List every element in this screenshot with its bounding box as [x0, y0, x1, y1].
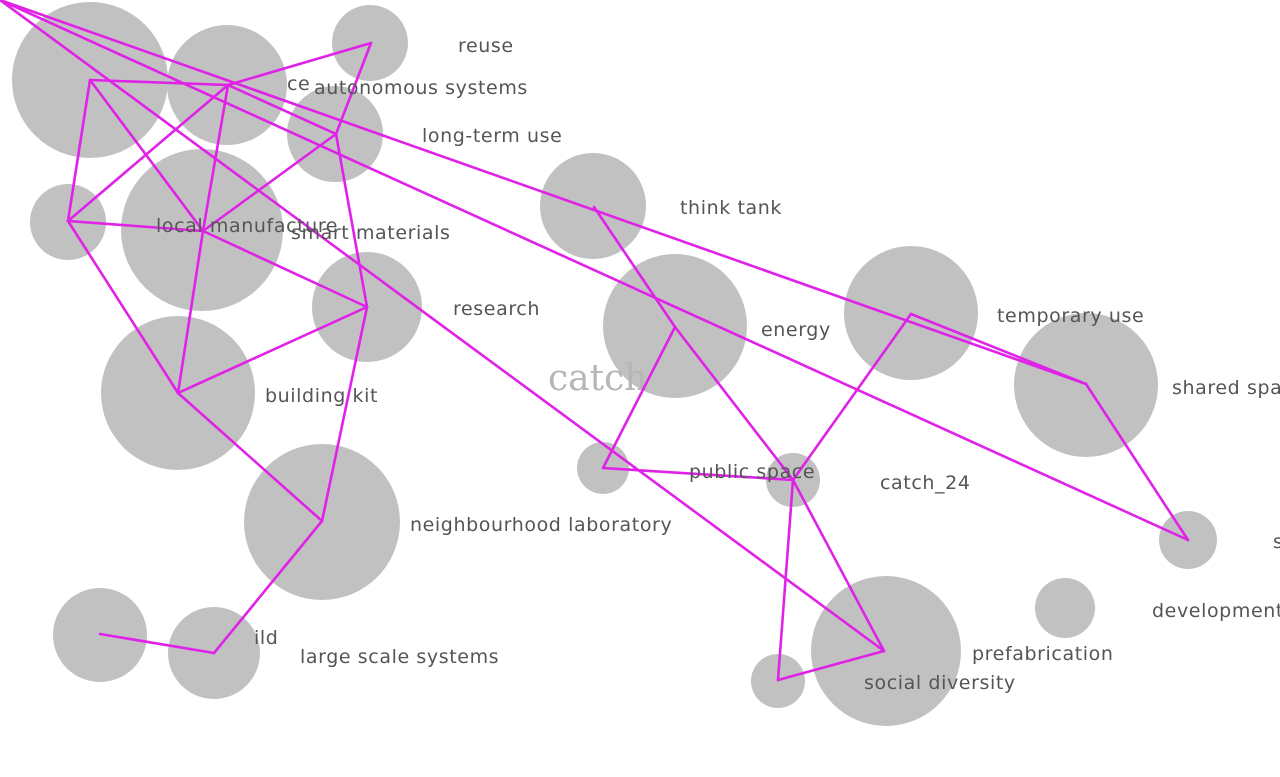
edge-n_small_left-to-building-kit	[66, 219, 180, 395]
edge-n_ce-to-reuse	[226, 41, 373, 87]
node-label-long-term-use: long-term use	[422, 125, 562, 147]
edge-research-to-building-kit	[176, 305, 369, 395]
edge-n_small_left-to-local-manufacture	[66, 219, 205, 233]
edge-social-diversity-to-n_bottom_mid	[776, 649, 886, 682]
edges-layer	[0, 0, 1190, 682]
edge-shared-space-to-development	[0, 0, 1088, 386]
edge-local-manufacture-to-research	[201, 229, 369, 309]
edge-neighbourhood-laboratory-to-n_ild	[212, 519, 324, 655]
edge-long-term-use-to-local-manufacture	[201, 132, 338, 233]
node-circle-prefabrication[interactable]	[1035, 578, 1095, 638]
node-label-autonomous-systems: autonomous systems	[314, 77, 528, 99]
edge-energy-to-public-space	[673, 325, 795, 482]
edge-n_right_small-to-development	[0, 0, 1190, 542]
edge-reuse-to-long-term-use	[334, 41, 373, 136]
edge-energy-to-n_small_mid	[601, 325, 677, 470]
node-label-n_ild: ild	[254, 627, 278, 649]
node-label-think-tank: think tank	[680, 197, 782, 219]
edge-research-to-neighbourhood-laboratory	[320, 305, 369, 523]
node-label-catch-24: catch_24	[880, 472, 971, 494]
edge-n_ce-to-long-term-use	[226, 83, 338, 136]
node-label-local-manufacture: local manufacture	[156, 215, 338, 237]
node-label-smart-materials: smart materials	[291, 222, 451, 244]
node-circle-social-diversity[interactable]	[811, 576, 961, 726]
node-label-n_right_small: s	[1273, 531, 1280, 553]
edge-shared-space-to-n_right_small	[1084, 382, 1190, 542]
edge-n_ce-to-n_small_left	[66, 83, 230, 223]
edge-think-tank-to-energy	[592, 205, 677, 329]
edge-n_small_mid-to-public-space	[601, 466, 795, 482]
node-label-temporary-use: temporary use	[997, 305, 1144, 327]
labels-layer: ce reuse autonomous systems long-term use lo…	[156, 35, 1280, 694]
node-label-n_ce: ce	[287, 73, 310, 95]
node-label-building-kit: building kit	[265, 385, 378, 407]
ghost-text: catch	[548, 358, 647, 399]
edge-public-space-to-temporary-use	[791, 312, 913, 482]
edge-n_bottom_left-to-n_ild	[98, 632, 216, 655]
edge-n_big_tl-to-n_ce	[88, 78, 230, 87]
node-label-shared-space: shared spa	[1172, 377, 1280, 399]
node-label-prefabrication: prefabrication	[972, 643, 1114, 665]
edge-local-manufacture-to-building-kit	[176, 229, 205, 395]
node-label-public-space: public space	[689, 461, 815, 483]
node-label-development: development	[1152, 600, 1280, 622]
edge-n_big_tl-to-n_small_left	[66, 78, 92, 223]
edge-long-term-use-to-research	[334, 132, 369, 309]
node-label-large-scale-systems: large scale systems	[300, 646, 499, 668]
node-label-research: research	[453, 298, 540, 320]
edge-development-to-social-diversity	[0, 0, 886, 653]
node-label-energy: energy	[761, 319, 831, 341]
node-label-neighbourhood-laboratory: neighbourhood laboratory	[410, 514, 672, 536]
edge-building-kit-to-neighbourhood-laboratory	[176, 391, 324, 523]
node-circle-think-tank[interactable]	[540, 153, 646, 259]
edge-public-space-to-social-diversity	[791, 478, 886, 653]
node-label-social-diversity: social diversity	[864, 672, 1016, 694]
node-label-reuse: reuse	[458, 35, 514, 57]
